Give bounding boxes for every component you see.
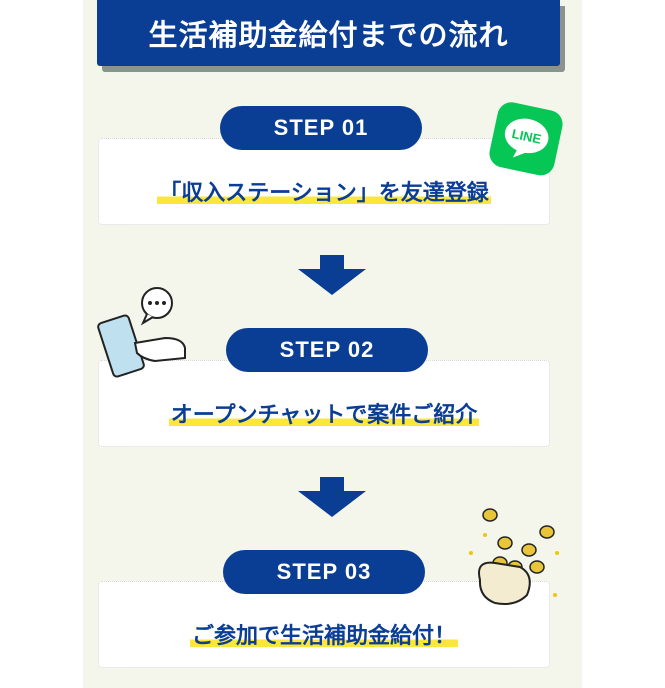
down-arrow-icon: [298, 477, 366, 517]
line-app-icon: LINE: [489, 102, 563, 176]
step-1-badge: STEP 01: [220, 106, 422, 150]
step-3-text: ご参加で生活補助金給付！: [189, 624, 458, 649]
page-title: 生活補助金給付までの流れ: [97, 0, 560, 66]
step-2-text: オープンチャットで案件ご紹介: [168, 403, 480, 428]
step-3-badge: STEP 03: [223, 550, 425, 594]
step-2-badge: STEP 02: [226, 328, 428, 372]
line-logo-text: LINE: [510, 126, 542, 147]
step-1-card: 「収入ステーション」を友達登録: [98, 138, 550, 225]
smartphone-chat-icon: [97, 287, 186, 378]
step-1-text: 「収入ステーション」を友達登録: [157, 181, 491, 206]
step-3-card: ご参加で生活補助金給付！: [98, 581, 550, 668]
coin-purse-icon: [469, 508, 559, 605]
down-arrow-icon: [298, 255, 366, 295]
